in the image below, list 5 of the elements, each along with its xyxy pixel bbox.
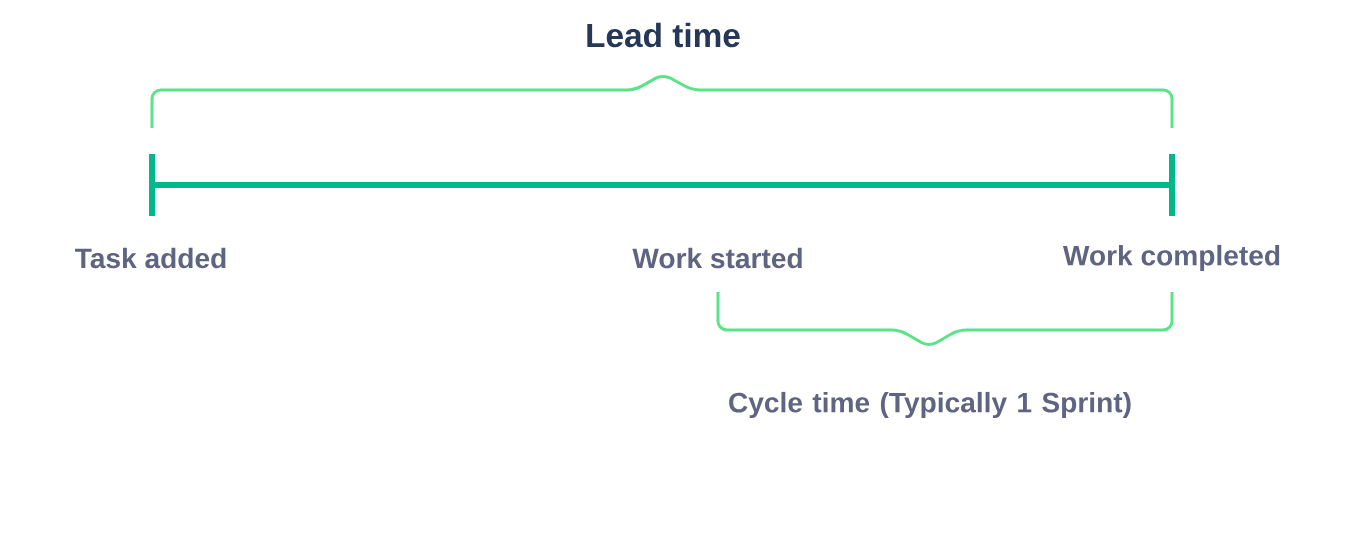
bracket-label: Cycle time (Typically 1 Sprint) [729, 391, 1131, 419]
title: Lead time [587, 22, 740, 48]
timeline-label: Task added [75, 247, 226, 269]
timeline-label: Work completed [1062, 244, 1280, 272]
timeline-label: Work started [632, 247, 802, 269]
